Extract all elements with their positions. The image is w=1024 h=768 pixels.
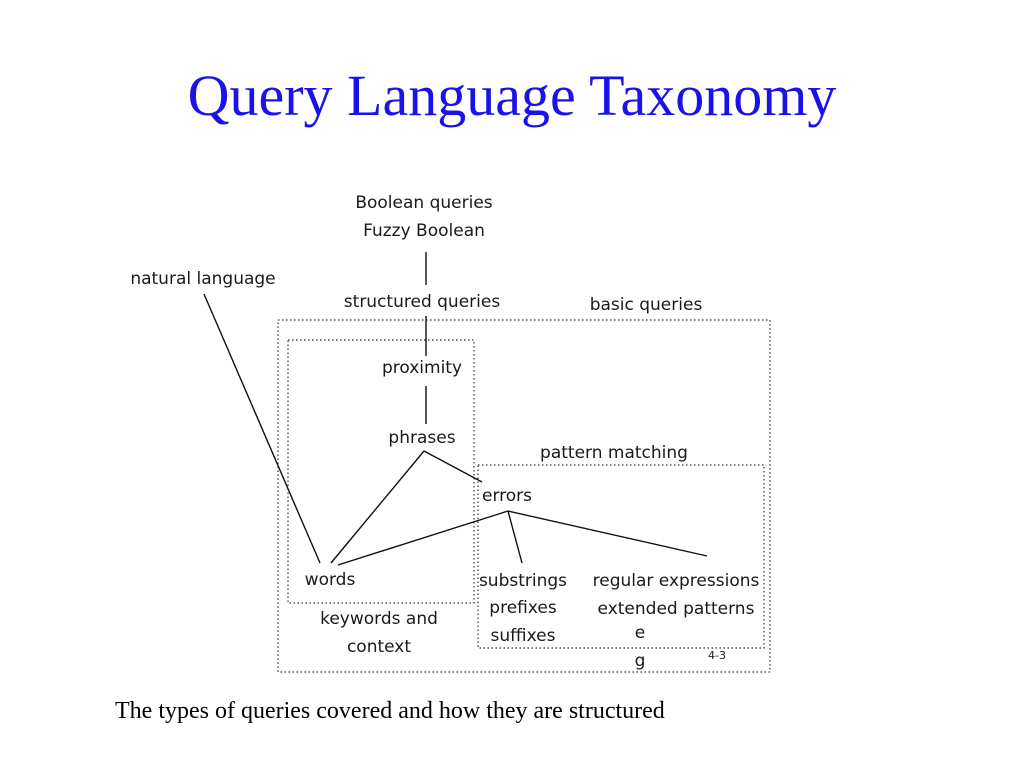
label-pattern-matching: pattern matching: [540, 443, 688, 463]
label-stray-g: g: [635, 651, 646, 671]
basic-queries-box: [277, 319, 771, 673]
label-natural-language: natural language: [130, 269, 275, 289]
label-words: words: [305, 570, 356, 590]
edge-errors-regex: [507, 510, 708, 557]
label-keywords-and: keywords and: [320, 609, 438, 629]
label-stray-e: e: [635, 623, 645, 643]
label-boolean-queries: Boolean queries: [355, 193, 492, 213]
label-proximity: proximity: [382, 358, 462, 378]
edge-phrases-errors: [423, 450, 483, 483]
label-errors: errors: [482, 486, 532, 506]
label-basic-queries: basic queries: [590, 295, 703, 315]
edge-phrases-words: [330, 450, 425, 564]
label-substrings: substrings: [479, 571, 567, 591]
pattern-matching-box: [477, 464, 765, 649]
slide-caption: The types of queries covered and how the…: [115, 698, 665, 724]
label-context: context: [347, 637, 411, 657]
edge-natural-words: [203, 293, 321, 564]
edge-errors-substrings: [507, 510, 523, 564]
label-regular-expressions: regular expressions: [593, 571, 760, 591]
label-extended-patterns: extended patterns: [598, 599, 755, 619]
slide-title: Query Language Taxonomy: [187, 63, 837, 128]
label-phrases: phrases: [388, 428, 455, 448]
label-fuzzy-boolean: Fuzzy Boolean: [363, 221, 485, 241]
label-suffixes: suffixes: [491, 626, 556, 646]
label-prefixes: prefixes: [489, 598, 557, 618]
label-structured-queries: structured queries: [344, 292, 501, 312]
edge-errors-words: [337, 510, 509, 566]
page-mark: 4-3: [708, 649, 726, 662]
keywords-context-box: [287, 339, 475, 604]
